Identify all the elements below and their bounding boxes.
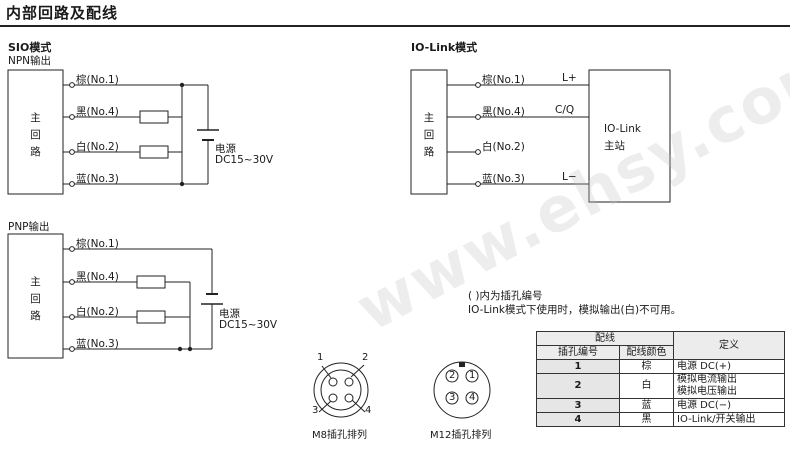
npn-power-label: 电源 [215,143,236,155]
pnp-resistor-black [136,275,166,289]
m12-pin-4-label: 4 [469,392,476,403]
m8-pin-1-label: 1 [317,352,324,363]
m8-connector-label: M8插孔排列 [312,430,367,441]
npn-wire-blue: 蓝(No.3) [76,173,119,185]
m12-pin-1-label: 1 [469,370,476,381]
iolink-wire-blue: 蓝(No.3) [482,173,525,185]
table-row: 1 棕 电源 DC(+) [536,359,785,374]
sio-title: SIO模式 [8,41,52,54]
iolink-wire-brown: 棕(No.1) [482,74,525,86]
npn-wire-brown: 棕(No.1) [76,74,119,86]
m12-connector-outer [433,361,491,419]
iolink-wire-white: 白(No.2) [482,141,525,153]
pnp-wire-white: 白(No.2) [76,306,119,318]
iolink-main-circuit-box [410,69,448,195]
m8-connector-outer [313,362,369,418]
pnp-wire-blue: 蓝(No.3) [76,338,119,350]
m8-pin-4-label: 4 [365,405,372,416]
npn-resistor-black [139,110,169,124]
npn-main-circuit-box [7,69,64,195]
pnp-main-circuit-box [7,233,64,359]
note-iolink-mode: IO-Link模式下使用时，模拟输出(白)不可用。 [468,304,682,316]
m12-connector-label: M12插孔排列 [430,430,492,441]
iolink-wire-black: 黑(No.4) [482,106,525,118]
pnp-box-text: 主回路 [30,276,41,322]
pnp-power-label: 电源 [219,308,240,320]
npn-label: NPN输出 [8,55,52,67]
table-header-definition: 定义 [673,331,785,360]
pnp-label: PNP输出 [8,221,50,233]
m12-pin-3-label: 3 [449,392,456,403]
iolink-master-box [588,69,671,203]
table-row: 3 蓝 电源 DC(−) [536,398,785,413]
title-underline [0,25,790,27]
signal-l-minus: L− [562,171,577,183]
npn-wire-white: 白(No.2) [76,141,119,153]
master-line-2: 主站 [604,140,625,152]
table-header-wiring: 配线 [536,331,674,346]
m12-pin-2-label: 2 [449,370,456,381]
m8-pin-2-label: 2 [362,352,369,363]
table-header-pin: 插孔编号 [536,345,620,360]
iolink-box-text: 主回路 [423,112,435,158]
note-pin-number: ( )内为插孔编号 [468,290,543,302]
pnp-resistor-white [136,310,166,324]
m8-connector-inner [320,369,362,411]
pnp-wire-black: 黑(No.4) [76,271,119,283]
table-row: 2 白 模拟电流输出模拟电压输出 [536,373,785,399]
m8-pin-3-label: 3 [312,405,319,416]
table-row: 4 黑 IO-Link/开关输出 [536,412,785,427]
npn-wire-black: 黑(No.4) [76,106,119,118]
pnp-power-voltage: DC15~30V [219,319,278,331]
npn-resistor-white [139,145,169,159]
pnp-wire-brown: 棕(No.1) [76,238,119,250]
master-line-1: IO-Link [604,123,641,135]
npn-box-text: 主回路 [30,112,41,158]
table-header-color: 配线颜色 [619,345,674,360]
pin-definition-table: 配线 定义 插孔编号 配线颜色 1 棕 电源 DC(+) 2 白 模拟电流输出模… [536,331,785,427]
signal-cq: C/Q [555,104,575,116]
iolink-title: IO-Link模式 [411,41,478,54]
page-title: 内部回路及配线 [6,4,119,22]
npn-power-voltage: DC15~30V [215,154,274,166]
signal-l-plus: L+ [562,72,577,84]
